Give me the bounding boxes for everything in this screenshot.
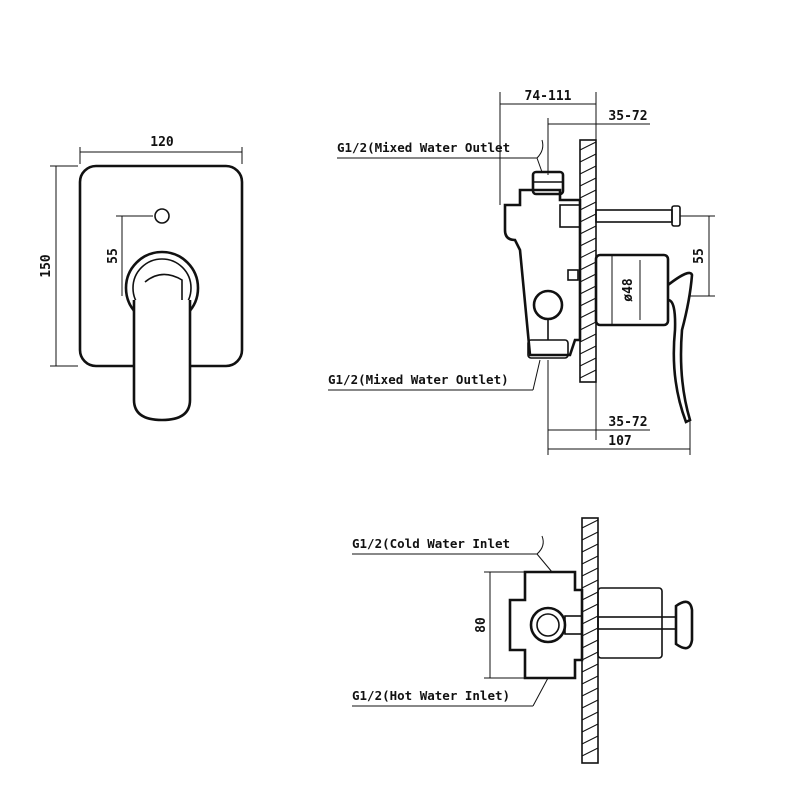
wall-range-bottom-label: 35-72 <box>608 415 647 430</box>
outlet-top-leader <box>536 157 543 173</box>
hot-inlet-label: G1/2(Hot Water Inlet) <box>352 688 510 703</box>
bottom-stem-cap <box>674 600 694 650</box>
side-lever <box>667 271 694 424</box>
right-offset-label: 55 <box>692 248 707 264</box>
outlet-top-paren <box>536 139 544 159</box>
depth-range-top-label: 74-111 <box>525 89 572 104</box>
wall-section <box>579 139 597 383</box>
cold-inlet-paren <box>536 535 544 555</box>
bottom-handle-body <box>597 587 663 659</box>
bottom-port <box>532 289 564 321</box>
wall-section-bottom <box>581 517 599 764</box>
center-port-outer <box>529 606 567 644</box>
handle-body <box>594 253 670 327</box>
diverter-seat <box>559 204 581 228</box>
diameter-label: ø48 <box>621 278 636 302</box>
bottom-view: 80 G1/2(Cold Water Inlet G1/2(Hot Water … <box>352 517 694 764</box>
front-view: 120 150 55 <box>39 135 244 422</box>
offset-dim-label: 55 <box>106 248 121 264</box>
valve-body <box>503 188 582 357</box>
outlet-bottom-label: G1/2(Mixed Water Outlet) <box>328 372 509 387</box>
cold-inlet-leader <box>536 553 553 573</box>
bottom-stem <box>597 616 677 630</box>
body-tab <box>567 269 579 281</box>
lever-handle <box>132 300 192 422</box>
hot-inlet-leader <box>532 677 549 707</box>
cold-inlet-label: G1/2(Cold Water Inlet <box>352 536 510 551</box>
outlet-top-port <box>531 170 565 196</box>
center-port-inner <box>536 613 560 637</box>
side-view: 74-111 35-72 55 ø48 35-72 <box>328 89 715 455</box>
height-dim-label-bottom: 80 <box>474 617 489 633</box>
diverter-stem <box>595 209 673 223</box>
wall-hatching-bottom <box>581 519 599 757</box>
diverter-cap <box>671 205 681 227</box>
outlet-top-label: G1/2(Mixed Water Outlet <box>337 140 510 155</box>
total-depth-label: 107 <box>608 434 631 449</box>
width-dim-label: 120 <box>150 135 174 150</box>
wall-range-top-label: 35-72 <box>608 109 647 124</box>
wall-hatching <box>579 141 597 379</box>
height-dim-label: 150 <box>39 254 54 278</box>
diverter-knob <box>154 208 170 224</box>
outlet-bottom-leader <box>532 359 541 391</box>
inlet-body <box>508 570 584 680</box>
lever-neck <box>144 273 183 300</box>
center-port-neck <box>564 615 583 635</box>
